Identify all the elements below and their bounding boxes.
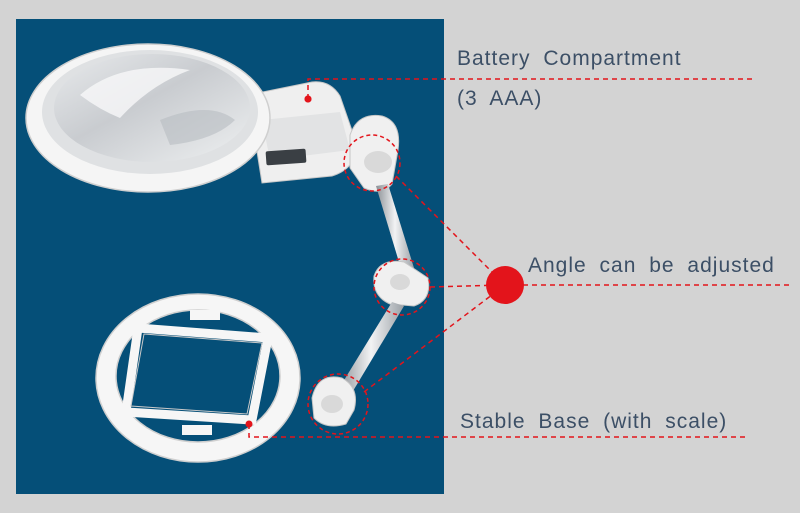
adjustable-arm [311,114,430,427]
magnifier-head [25,43,357,193]
stable-base-label: Stable Base (with scale) [460,410,728,433]
angle-adjust-label: Angle can be adjusted [528,254,775,277]
callout-battery [304,78,755,103]
stable-base [95,293,301,463]
callout-base [245,420,745,438]
battery-compartment-label: Battery Compartment [457,47,682,70]
callout-angle [307,134,790,435]
battery-count-label: (3 AAA) [457,87,543,110]
angle-marker-dot [486,266,524,304]
